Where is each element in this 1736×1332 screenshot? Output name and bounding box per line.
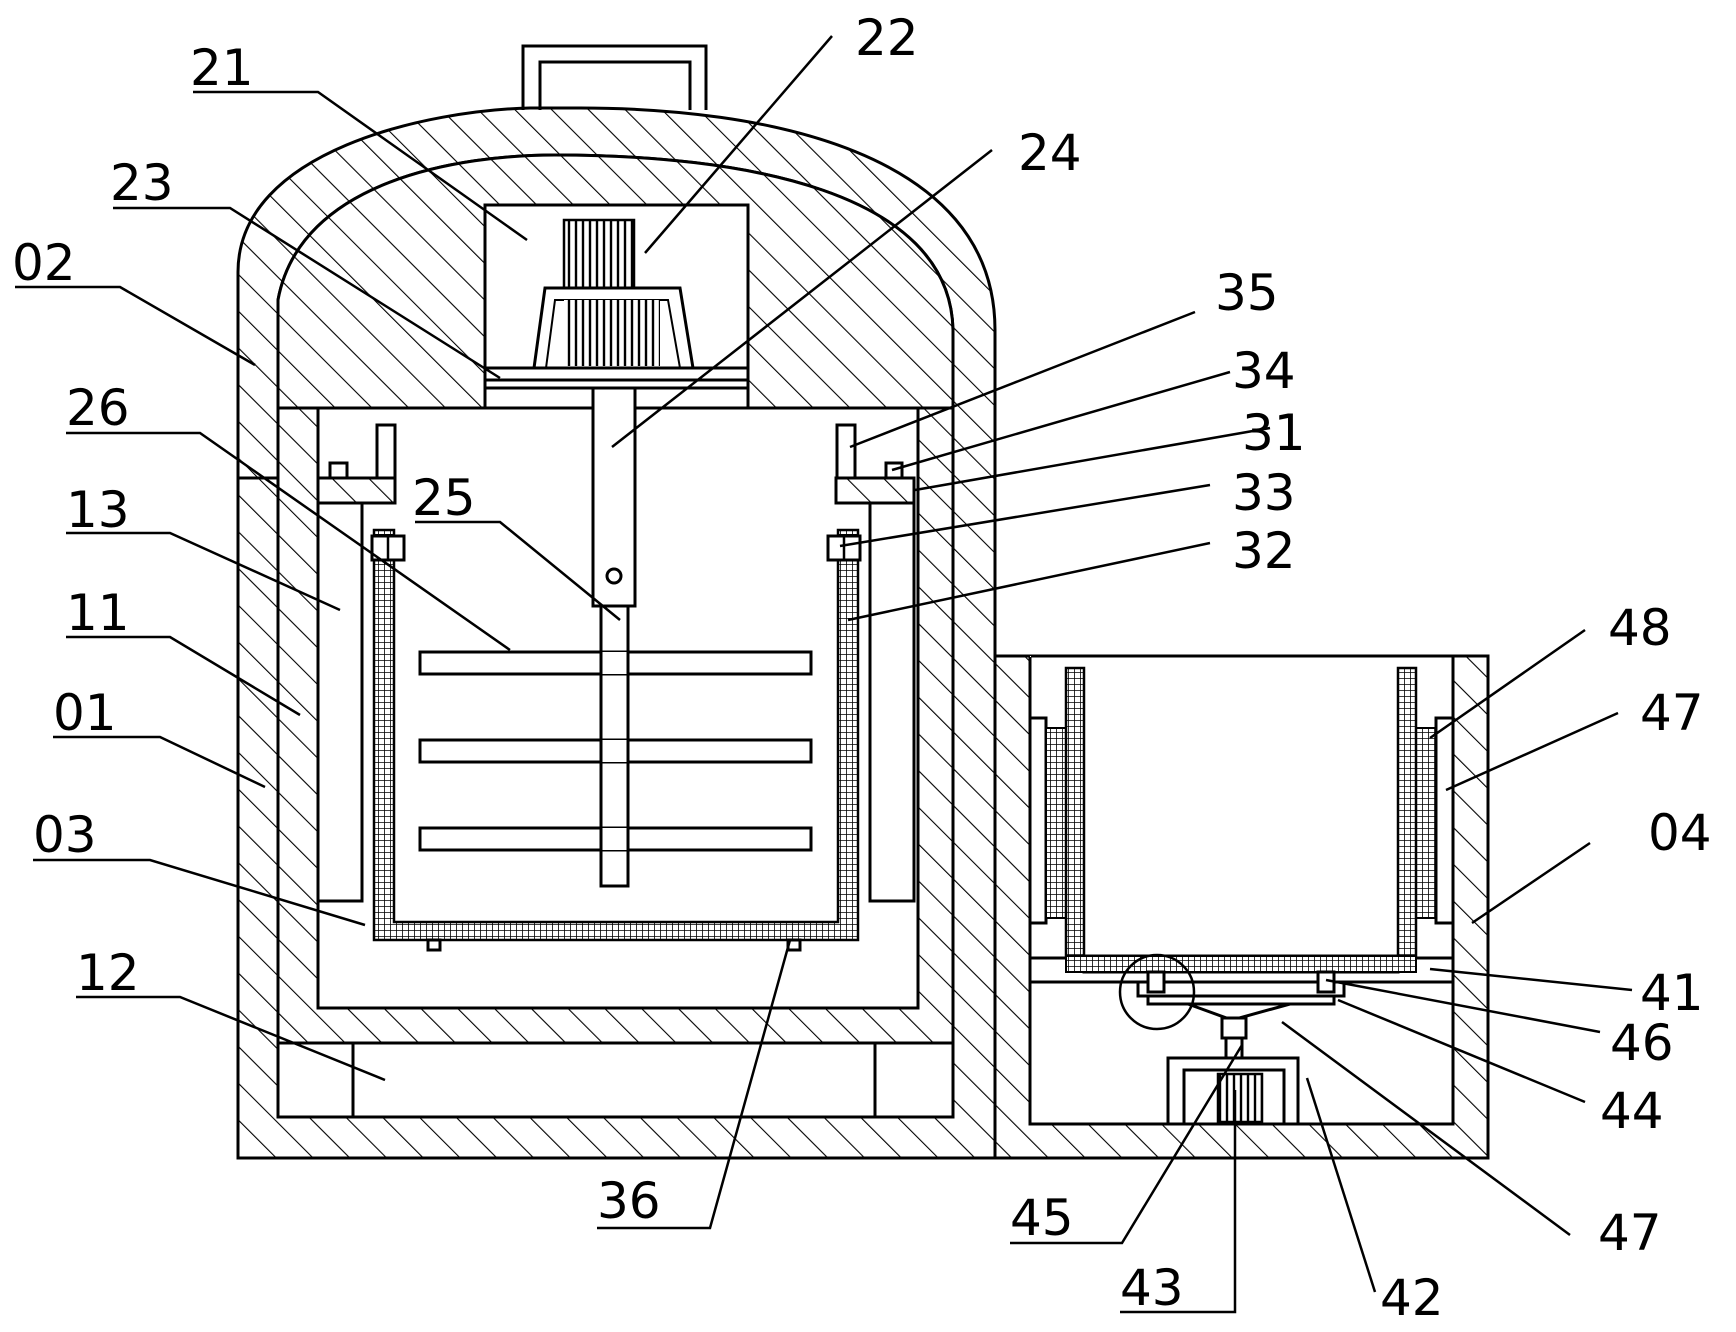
label-34: 34 (1232, 342, 1296, 400)
label-25: 25 (412, 469, 476, 527)
motor-plate (483, 366, 750, 382)
label-31: 31 (1242, 404, 1306, 462)
label-44: 44 (1600, 1082, 1664, 1140)
rack-right-outer (1434, 716, 1455, 925)
bearing-left (1146, 970, 1166, 994)
label-01: 01 (53, 684, 117, 742)
label-13: 13 (66, 481, 130, 539)
label-41: 41 (1640, 964, 1704, 1022)
label-36: 36 (597, 1172, 661, 1230)
label-23: 23 (110, 154, 174, 212)
mesh-basket (372, 528, 860, 942)
label-22: 22 (855, 9, 919, 67)
label-33: 33 (1232, 464, 1296, 522)
part-labels: 21 22 23 24 02 35 26 34 31 25 33 13 32 1… (12, 9, 1712, 1327)
leader-lines (15, 35, 1633, 1314)
drive-shaft (591, 386, 637, 608)
label-35: 35 (1215, 264, 1279, 322)
side-guide-right (868, 501, 916, 903)
label-21: 21 (190, 39, 254, 97)
label-26: 26 (66, 379, 130, 437)
label-46: 46 (1610, 1014, 1674, 1072)
label-42: 42 (1380, 1269, 1444, 1327)
label-32: 32 (1232, 522, 1296, 580)
rack-left-outer (1028, 716, 1048, 925)
label-43: 43 (1120, 1259, 1184, 1317)
label-45: 45 (1010, 1189, 1074, 1247)
base-compartment (276, 1041, 955, 1119)
label-04: 04 (1648, 804, 1712, 862)
rack-right-teeth (1415, 727, 1437, 919)
coupling (1220, 1016, 1248, 1040)
label-11: 11 (66, 584, 130, 642)
label-12: 12 (76, 944, 140, 1002)
tray-bar (1146, 994, 1336, 1006)
label-48: 48 (1608, 599, 1672, 657)
rack-left-teeth (1045, 727, 1067, 919)
lower-motor-coil (1216, 1072, 1264, 1124)
post-left (375, 423, 397, 480)
left-tank (236, 44, 997, 1160)
label-24: 24 (1018, 124, 1082, 182)
cap-right (834, 476, 916, 505)
side-guide-left (316, 501, 364, 903)
lid-handle (521, 44, 708, 110)
right-tank (993, 654, 1490, 1160)
label-02: 02 (12, 234, 76, 292)
label-47b: 47 (1598, 1204, 1662, 1262)
detail-circle (1118, 953, 1196, 1031)
post-right (835, 423, 857, 480)
cap-left (316, 476, 397, 505)
tray (1136, 980, 1346, 998)
label-47a: 47 (1640, 684, 1704, 742)
motor-coil (562, 218, 636, 292)
label-03: 03 (33, 806, 97, 864)
